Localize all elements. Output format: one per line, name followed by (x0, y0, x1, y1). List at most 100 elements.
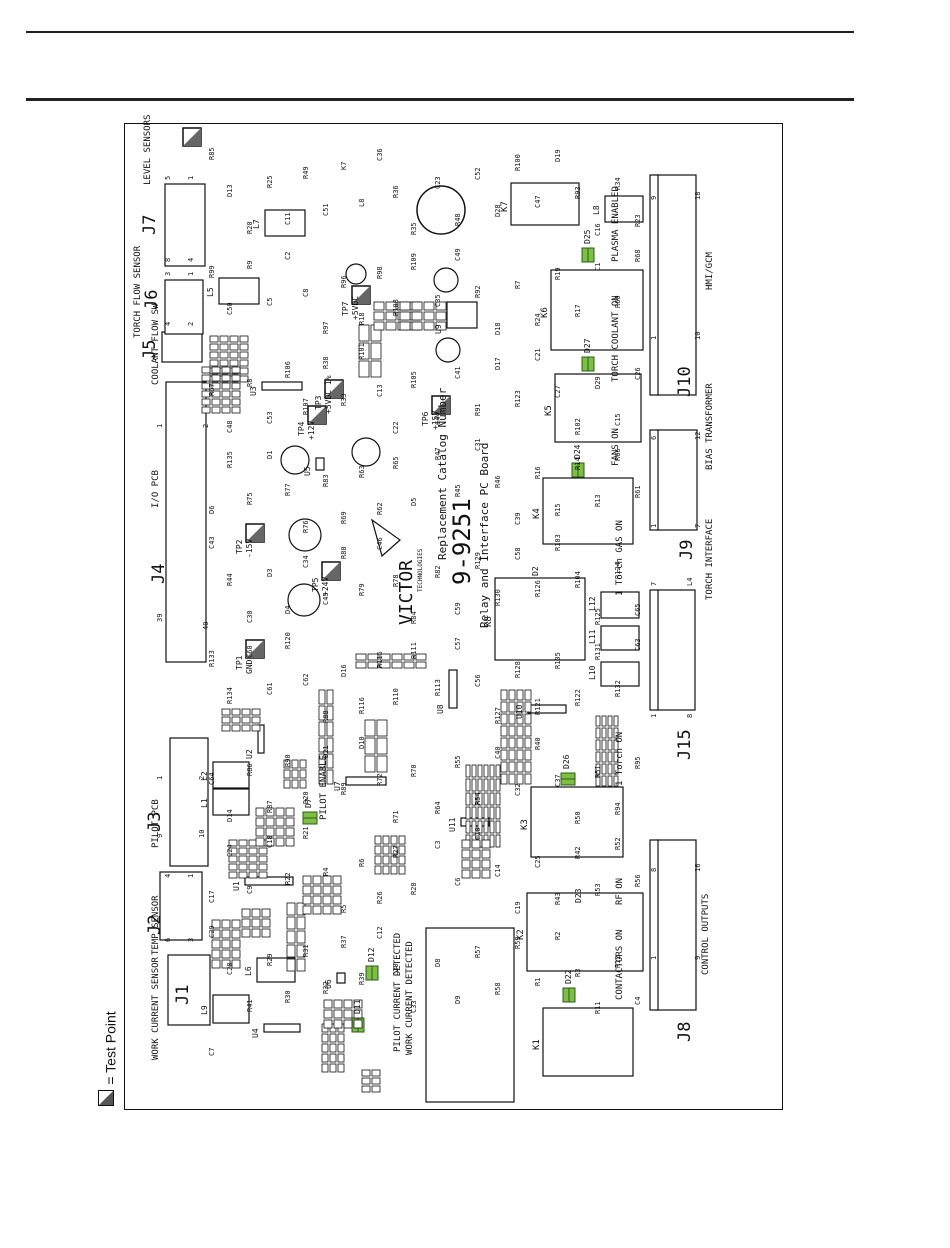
small-part-1-0-0 (201, 366, 211, 374)
pin-j9-3: 7 (694, 524, 702, 528)
small-part-21-2-1 (291, 779, 299, 789)
led-label-d2: 1 Torch GAS ON (615, 520, 625, 596)
component-label-c27-64: C27 (554, 385, 562, 398)
electrolytic-cap-6 (345, 263, 367, 285)
small-part-7-3-2 (477, 806, 483, 820)
electrolytic-cap-5 (435, 337, 461, 363)
component-label-k7-7: K7 (340, 162, 348, 170)
large-component-area (425, 927, 515, 1103)
small-part-7-2-2 (477, 792, 483, 806)
pin-j6-0: 3 (164, 272, 172, 276)
small-part-18-1-0 (321, 1033, 329, 1043)
small-part-8-1-2 (516, 701, 524, 713)
test-point-label-tp1: GND (245, 659, 254, 674)
component-label-r59-200: R59 (514, 936, 522, 949)
component-label-r34-21: R34 (614, 177, 622, 190)
small-part-0-0-2 (229, 335, 239, 343)
small-part-0-2-3 (239, 351, 249, 359)
small-part-7-3-0 (465, 806, 471, 820)
led-id-d12: D12 (367, 947, 376, 962)
pin-j3-3: 10 (198, 830, 206, 838)
small-part-6-0-1 (376, 719, 388, 737)
small-part-18-1-1 (329, 1033, 337, 1043)
small-part-7-0-1 (471, 764, 477, 778)
small-part-4-0-2 (379, 653, 391, 661)
small-part-7-1-3 (483, 778, 489, 792)
test-point-fill-tp3 (325, 380, 343, 398)
connector-j9 (656, 429, 698, 531)
component-label-r25-3: R25 (266, 175, 274, 188)
small-part-0-0-3 (239, 335, 249, 343)
component-label-c29-184: C29 (208, 925, 216, 938)
component-label-d19-18: D19 (554, 149, 562, 162)
small-part-13-1-0 (399, 311, 411, 321)
small-part-1-5-3 (231, 406, 241, 414)
small-part-2-2-2 (241, 724, 251, 732)
connector-j1 (167, 954, 211, 1026)
small-part-17-1-1 (312, 885, 322, 895)
pin-j10-0: 9 (650, 196, 658, 200)
small-part-23-3-0 (374, 865, 382, 875)
small-part-4-1-1 (367, 661, 379, 669)
small-part-4-1-5 (415, 661, 427, 669)
small-part-1-4-0 (201, 398, 211, 406)
component-label-r30-188: R30 (284, 990, 292, 1003)
small-part-0-3-0 (209, 359, 219, 367)
inductor-id-l1: L1 (200, 798, 209, 808)
component-label-c43-92: C43 (208, 536, 216, 549)
inductor-l5 (218, 277, 260, 305)
component-label-c19-177: C19 (514, 901, 522, 914)
small-part-6-1-1 (376, 737, 388, 755)
component-label-c6-174: C6 (454, 878, 462, 886)
component-label-r15-87: R15 (554, 503, 562, 516)
small-part-12-2-1 (385, 321, 397, 331)
small-part-18-4-0 (321, 1063, 329, 1073)
component-label-r97-29: R97 (322, 321, 330, 334)
component-label-r65-79: R65 (392, 456, 400, 469)
relay-id-k4: K4 (532, 508, 542, 519)
small-part-3-4-2 (248, 871, 258, 879)
small-part-3-1-2 (248, 847, 258, 855)
small-part-8-7-2 (516, 773, 524, 785)
component-label-r38-52: R38 (322, 356, 330, 369)
led-label-d27: TORCH COOLANT ON (611, 295, 621, 382)
small-part-8-5-0 (500, 749, 508, 761)
small-part-8-7-1 (508, 773, 516, 785)
small-part-6-2-0 (364, 755, 376, 773)
small-part-1-0-1 (211, 366, 221, 374)
small-part-16-4-0 (286, 958, 296, 972)
pin-j6-3: 2 (187, 322, 195, 326)
connector-label-j3: PILOT PCB (151, 799, 161, 848)
small-part-0-1-2 (229, 343, 239, 351)
component-label-r126-109: R126 (534, 580, 542, 597)
small-part-12-0-0 (373, 301, 385, 311)
component-label-d21-144: D21 (322, 745, 330, 758)
component-label-r135-70: R135 (226, 451, 234, 468)
small-part-8-3-3 (524, 725, 532, 737)
component-label-c47-17: C47 (534, 195, 542, 208)
led-label-d25: PLASMA ENABLED (611, 186, 621, 262)
component-label-r125-112: R125 (594, 608, 602, 625)
small-part-11-2-1 (370, 360, 382, 378)
small-part-0-3-1 (219, 359, 229, 367)
small-part-1-0-2 (221, 366, 231, 374)
component-label-r49-5: R49 (302, 166, 310, 179)
component-label-r133-115: R133 (208, 650, 216, 667)
component-label-c1-43: C1 (594, 263, 602, 271)
electrolytic-cap-3 (351, 437, 381, 467)
small-part-3-2-2 (248, 855, 258, 863)
small-part-22-1-0 (323, 1009, 333, 1019)
small-part-1-4-1 (211, 398, 221, 406)
small-part-8-3-2 (516, 725, 524, 737)
component-label-r35-11: R35 (410, 222, 418, 235)
inductor-l10 (600, 661, 640, 687)
small-part-20-3-3 (285, 837, 295, 847)
ic-u5 (315, 457, 325, 471)
small-part-17-2-0 (302, 895, 312, 905)
small-part-22-2-0 (323, 1019, 333, 1029)
small-part-14-0-1 (221, 919, 231, 929)
pin-j9-1: 12 (694, 432, 702, 440)
component-label-r90-142: R90 (284, 754, 292, 767)
led-id-d2: D2 (531, 566, 540, 576)
small-part-7-3-1 (471, 806, 477, 820)
